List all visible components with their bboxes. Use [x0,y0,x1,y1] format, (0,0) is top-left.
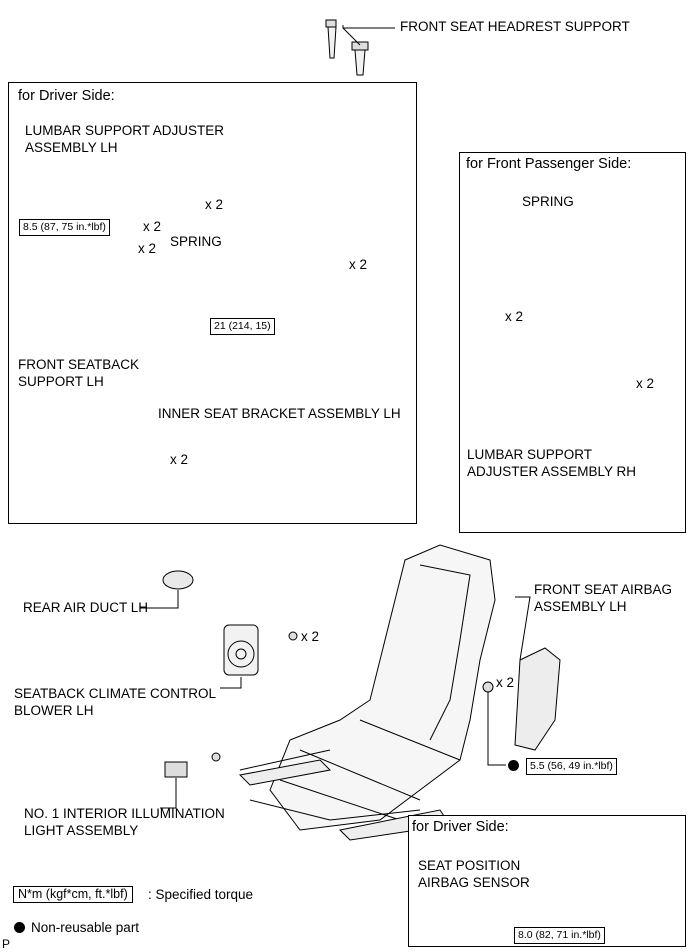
lumbar-lh-bolt-multiplier: x 2 [349,257,368,272]
passenger-panel-title: for Front Passenger Side: [466,156,632,172]
spring-passenger-label: SPRING [522,194,574,209]
rear-air-duct-drawing [140,570,194,609]
illumination-light-drawing [160,752,221,809]
seatback-support-label-line1: FRONT SEATBACK [18,357,140,372]
spring-driver-multiplier: x 2 [205,197,224,212]
torque-8-0-label: 8.0 (82, 71 in.*lbf) [514,927,605,944]
footer-mark: P [2,937,11,951]
illumination-label-line1: NO. 1 INTERIOR ILLUMINATION [24,806,225,821]
legend-torque-desc: : Specified torque [148,887,254,902]
blower-label-line2: BLOWER LH [14,703,94,718]
lumbar-rh-bolt-multiplier: x 2 [636,376,655,391]
lumbar-lh-label-line2: ASSEMBLY LH [25,140,118,155]
spring-driver-label: SPRING [170,234,222,249]
passenger-side-panel [459,152,686,533]
airbag-label-line1: FRONT SEAT AIRBAG [534,582,673,597]
headrest-support-label: FRONT SEAT HEADREST SUPPORT [400,19,630,34]
nut-multiplier: x 2 [138,241,157,256]
legend-nonreusable-label: Non-reusable part [31,920,140,935]
illumination-label-line2: LIGHT ASSEMBLY [24,823,139,838]
rear-air-duct-label: REAR AIR DUCT LH [23,600,149,615]
torque-8-5-label: 8.5 (87, 75 in.*lbf) [19,219,110,236]
blower-label-line1: SEATBACK CLIMATE CONTROL [14,686,217,701]
lumbar-rh-label-line1: LUMBAR SUPPORT [467,447,593,462]
torque-21-label: 21 (214, 15) [210,318,275,335]
headrest-support-drawing [325,19,395,76]
airbag-label-line2: ASSEMBLY LH [534,599,627,614]
legend-torque-key: N*m (kgf*cm, ft.*lbf) [13,886,133,903]
sensor-panel-title: for Driver Side: [412,819,509,835]
climate-blower-drawing [220,624,298,689]
airbag-drawing [482,596,561,766]
sensor-label-line2: AIRBAG SENSOR [418,875,530,890]
airbag-nut-multiplier: x 2 [496,675,515,690]
spring-passenger-multiplier: x 2 [505,309,524,324]
driver-panel-title: for Driver Side: [18,88,115,104]
seat-frame-drawing [238,544,496,841]
inner-bracket-label: INNER SEAT BRACKET ASSEMBLY LH [158,406,401,421]
sensor-label-line1: SEAT POSITION [418,858,521,873]
torque-5-5-label: 5.5 (56, 49 in.*lbf) [526,758,617,775]
driver-side-sensor-panel [408,815,686,947]
inner-bracket-multiplier: x 2 [170,452,189,467]
nonreusable-dot-airbag [508,760,519,771]
seatback-support-label-line2: SUPPORT LH [18,374,104,389]
blower-bolt-multiplier: x 2 [301,629,320,644]
driver-side-panel [8,82,417,524]
legend-nonreusable-dot [14,922,25,933]
torque-8-5-multiplier: x 2 [143,219,162,234]
lumbar-lh-label-line1: LUMBAR SUPPORT ADJUSTER [25,123,225,138]
lumbar-rh-label-line2: ADJUSTER ASSEMBLY RH [467,464,637,479]
